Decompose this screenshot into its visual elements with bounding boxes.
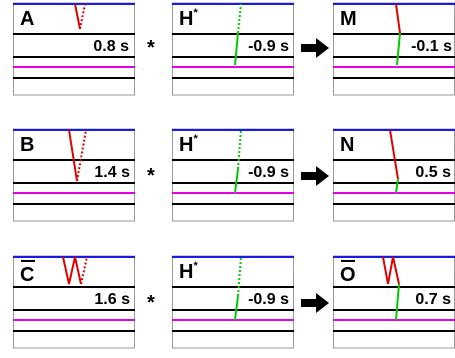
panel-b: B 1.4 s (13, 128, 135, 222)
panel-label: B (20, 134, 34, 156)
red-trace (68, 129, 87, 182)
time-value: 0.5 s (415, 164, 451, 181)
panel-label: N (340, 134, 354, 156)
time-value: 0.8 s (93, 38, 129, 55)
star-operator: * (147, 37, 155, 59)
panel-a: A 0.8 s (13, 2, 135, 96)
green-trace (234, 129, 242, 194)
panel-label: C (20, 264, 34, 286)
panel-label: H* (179, 260, 198, 283)
star-operator: * (147, 292, 155, 314)
right-arrow-icon (301, 166, 329, 191)
time-value: -0.9 s (248, 38, 289, 55)
green-trace (395, 283, 400, 321)
green-trace (395, 178, 399, 194)
time-value: 1.6 s (94, 291, 130, 308)
time-value: -0.9 s (248, 164, 289, 181)
panel-h-star-1: H* -0.9 s (172, 2, 294, 96)
time-value: 1.4 s (94, 164, 130, 181)
panel-h-star-2: H* -0.9 s (172, 128, 294, 222)
green-trace (234, 3, 242, 66)
panel-label: H* (179, 133, 198, 156)
panel-h-star-3: H* -0.9 s (172, 255, 294, 349)
red-trace (389, 129, 399, 180)
panel-o-bar: O 0.7 s (333, 255, 455, 349)
red-trace (382, 256, 400, 285)
star-operator: * (147, 165, 155, 187)
panel-c-bar: C 1.6 s (13, 255, 135, 349)
right-arrow-icon (301, 38, 329, 63)
panel-label: O (340, 264, 356, 286)
red-trace (395, 3, 401, 34)
right-arrow-icon (301, 293, 329, 318)
time-value: 0.7 s (415, 291, 451, 308)
time-value: -0.1 s (411, 38, 452, 55)
red-trace (62, 256, 88, 285)
red-trace (74, 3, 86, 30)
green-trace (234, 256, 242, 321)
panel-label: A (20, 8, 34, 30)
panel-m: M -0.1 s (333, 2, 455, 96)
green-trace (396, 32, 401, 66)
panel-label: M (340, 8, 357, 30)
panel-label: H* (179, 7, 198, 30)
time-value: -0.9 s (248, 291, 289, 308)
panel-n: N 0.5 s (333, 128, 455, 222)
